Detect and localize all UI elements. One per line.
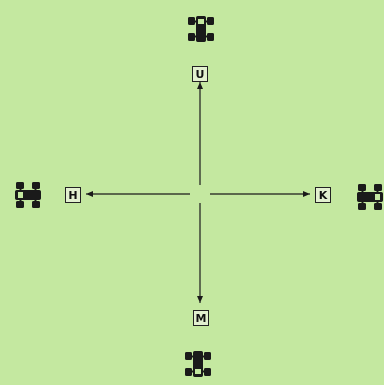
car-top-view-icon: [185, 351, 211, 377]
car-top-view-icon: [15, 182, 41, 208]
label-h: H: [65, 187, 81, 203]
label-k: K: [315, 187, 331, 203]
label-u: U: [192, 66, 208, 82]
car-top-view-icon: [188, 16, 214, 42]
label-m: M: [193, 310, 209, 326]
car-top-view-icon: [357, 184, 383, 210]
